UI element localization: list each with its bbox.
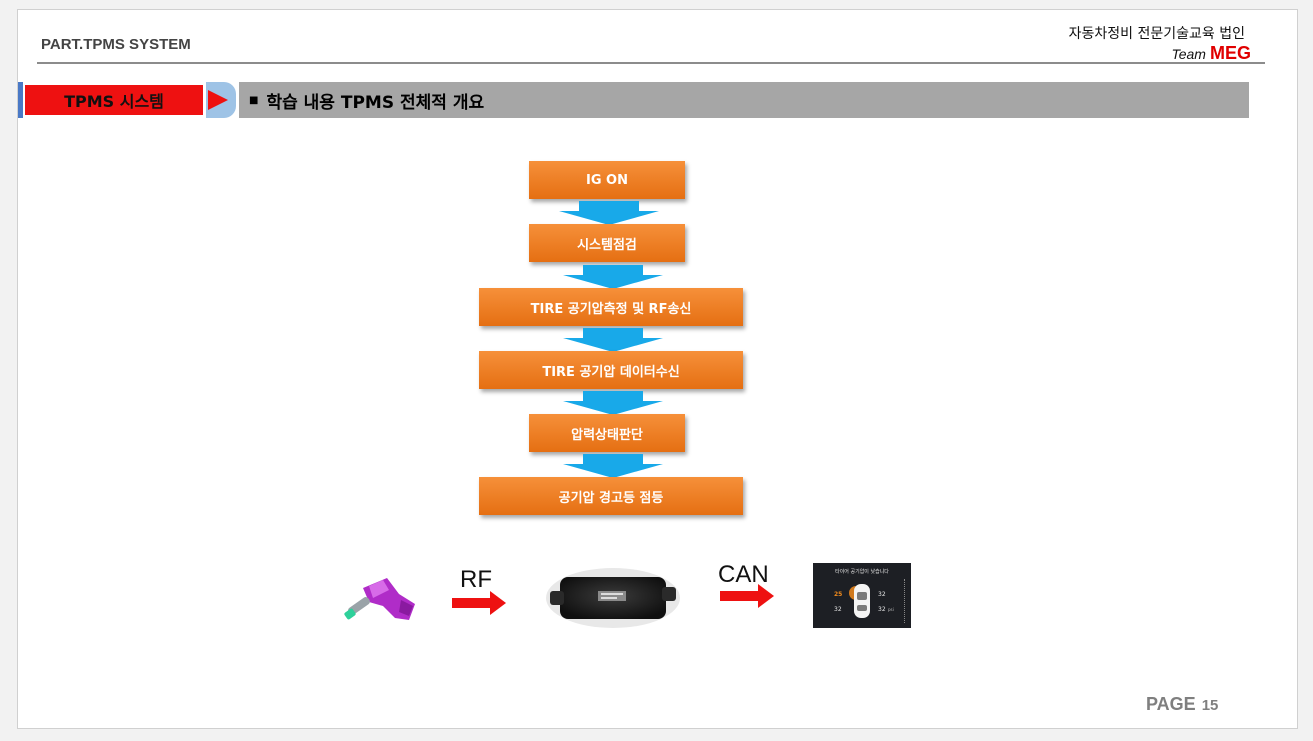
cluster-scale xyxy=(904,579,907,623)
rf-arrow-icon xyxy=(452,591,506,615)
flow-step-ig-on: IG ON xyxy=(529,161,685,199)
section-tag: TPMS 시스템 xyxy=(25,85,203,115)
flow-step-tire-pressure-rf: TIRE 공기압측정 및 RF송신 xyxy=(479,288,743,326)
can-label: CAN xyxy=(718,561,769,588)
tpms-sensor-image xyxy=(344,578,415,620)
rl-pressure: 32 xyxy=(834,606,842,613)
flow-step-pressure-judge: 압력상태판단 xyxy=(529,414,685,452)
rr-pressure: 32 xyxy=(878,606,886,613)
bullet-icon: ■ xyxy=(249,94,259,106)
part-label: PART.TPMS SYSTEM xyxy=(41,36,191,53)
tpms-receiver-module-image xyxy=(546,568,680,628)
flow-step-system-check: 시스템점검 xyxy=(529,224,685,262)
fl-pressure: 25 xyxy=(834,591,843,598)
page-label: PAGE xyxy=(1146,694,1196,714)
page-number: 15 xyxy=(1201,697,1219,714)
flow-down-arrow-icon xyxy=(559,201,659,225)
team-name: MEG xyxy=(1209,43,1251,63)
team-prefix: Team xyxy=(1171,46,1206,62)
cluster-message: 타이어 공기압이 낮습니다 xyxy=(835,569,889,575)
can-arrow-icon xyxy=(720,584,774,608)
rf-label: RF xyxy=(460,566,492,593)
section-edge xyxy=(18,82,23,118)
flow-down-arrow-icon xyxy=(563,454,663,478)
section-arrow-icon xyxy=(206,82,236,118)
section-bar: TPMS 시스템 ■ 학습 내용 TPMS 전체적 개요 xyxy=(18,82,1249,118)
flow-down-arrow-icon xyxy=(563,391,663,415)
section-title: ■ 학습 내용 TPMS 전체적 개요 xyxy=(239,82,1249,118)
header-divider xyxy=(37,62,1265,64)
org-name: 자동차정비 전문기술교육 법인 xyxy=(1068,26,1245,42)
page-indicator: PAGE 15 xyxy=(1146,694,1218,715)
section-title-text: 학습 내용 TPMS 전체적 개요 xyxy=(266,92,485,113)
cluster-display: 타이어 공기압이 낮습니다 25 32 32 32 psi xyxy=(813,563,911,628)
car-top-view-icon xyxy=(849,584,870,618)
flow-step-warning-lamp: 공기압 경고등 점등 xyxy=(479,477,743,515)
pressure-unit: psi xyxy=(888,607,894,612)
flow-down-arrow-icon xyxy=(563,328,663,352)
flow-down-arrow-icon xyxy=(563,265,663,289)
flow-step-data-receive: TIRE 공기압 데이터수신 xyxy=(479,351,743,389)
fr-pressure: 32 xyxy=(878,591,886,598)
